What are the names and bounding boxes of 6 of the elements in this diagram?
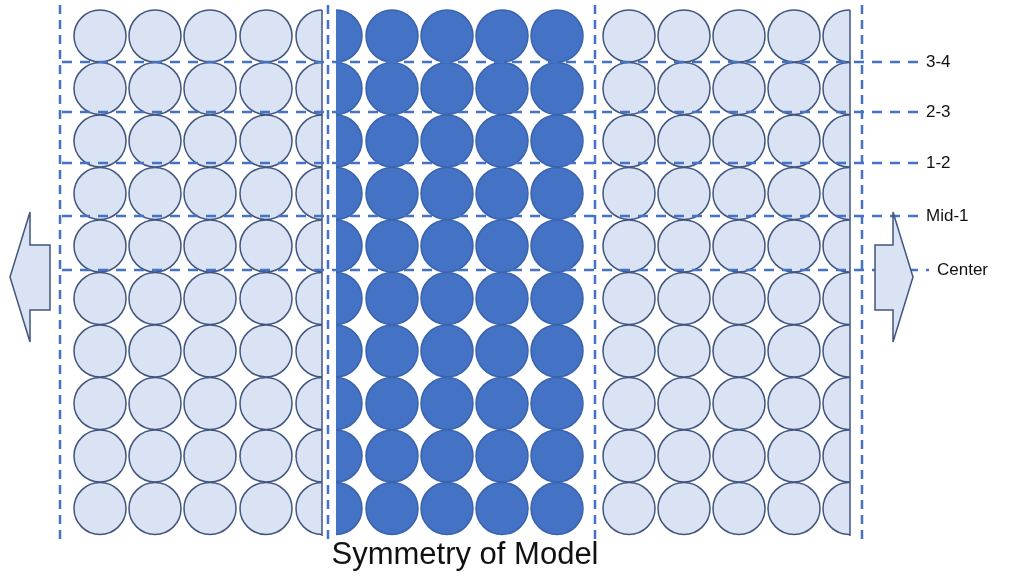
- line-label: 2-3: [926, 102, 951, 122]
- line-label: 3-4: [926, 52, 951, 72]
- diagram-title: Symmetry of Model: [331, 536, 599, 572]
- line-label: Center: [937, 260, 989, 280]
- line-label: 1-2: [926, 153, 951, 173]
- line-label: Mid-1: [926, 206, 969, 226]
